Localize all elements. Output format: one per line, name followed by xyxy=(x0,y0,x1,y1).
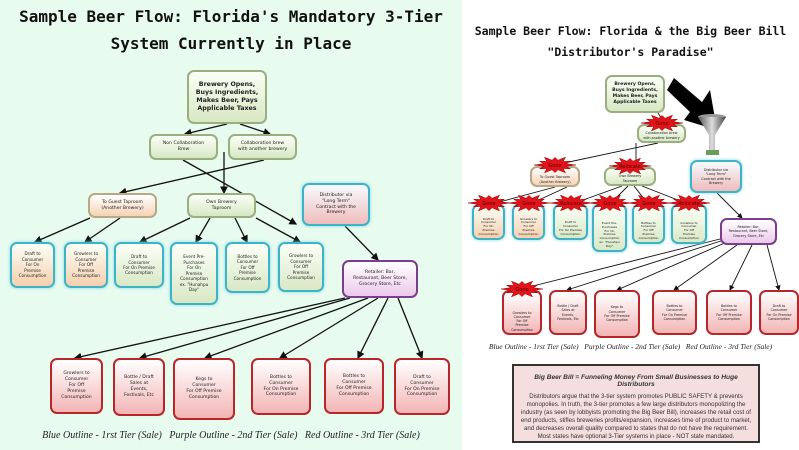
right-flow-node: Growlers to Consumer For Off Premise Con… xyxy=(512,204,545,240)
flow-arrow xyxy=(616,241,728,291)
flow-arrow xyxy=(357,297,389,360)
left-flow-node: Bottles to Consumer For Off Premise Cons… xyxy=(324,358,384,414)
left-flow-node: Collaboration brew with another brewery xyxy=(228,134,297,160)
left-flow-node: Growlers to Consumer For Off Premise Con… xyxy=(278,242,324,292)
right-title-line1: Sample Beer Flow: Florida & the Big Beer… xyxy=(474,24,787,38)
left-flow-node: Draft to Consumer For On Premise Consump… xyxy=(10,242,55,288)
right-flow-node: To Guest Taproom (Another Brewery) xyxy=(530,166,580,187)
right-title-line2: "Distributor's Paradise" xyxy=(547,45,714,59)
big-arrow-icon xyxy=(667,78,717,130)
right-flow-node: Distributor via "Long Term" Contract wit… xyxy=(690,160,742,193)
left-flow-node: Distributor via "Long Term" Contract wit… xyxy=(302,183,370,226)
bill-heading: Big Beer Bill = Funneling Money From Sma… xyxy=(534,374,738,388)
right-flow-node: Draft to Consumer For On Premise Consump… xyxy=(759,290,799,335)
right-flow-node: Bottles to Consumer For Off Premise Cons… xyxy=(632,204,665,244)
right-flow-node: Kegs to Consumer For Off Premise Consump… xyxy=(594,290,640,338)
flow-arrow xyxy=(566,239,725,292)
flow-arrow xyxy=(83,217,121,243)
left-flow-node: Growlers to Consumer For Off Premise Con… xyxy=(64,242,108,288)
flow-arrow xyxy=(234,217,248,244)
left-title-line2: System Currently in Place xyxy=(110,34,352,53)
right-flow-node: Growlers to Consumer For Off Premise Con… xyxy=(502,290,542,335)
right-flow-node: Bottles to Consumer For Off Premise Cons… xyxy=(706,290,752,335)
left-title-line1: Sample Beer Flow: Florida's Mandatory 3-… xyxy=(19,7,443,26)
flow-arrow xyxy=(33,217,91,243)
flow-arrow xyxy=(529,186,568,205)
flow-arrow xyxy=(673,244,738,291)
funnel-icon xyxy=(698,114,726,155)
flow-arrow xyxy=(138,297,351,360)
left-flow-node: Non Collaboration Brew xyxy=(149,134,218,160)
flow-arrow xyxy=(729,244,753,291)
flow-arrow xyxy=(633,185,649,205)
left-legend: Blue Outline - 1rst Tier (Sale) Purple O… xyxy=(42,430,420,441)
left-flow-node: Bottle / Draft Sales at Events, Festival… xyxy=(113,358,165,416)
right-flow-node: Growlers to Consumer For Off Premise Con… xyxy=(671,204,707,244)
right-flow-node: Collaboration brew with another brewery xyxy=(637,124,686,143)
left-flow-node: Bottles to Consumer For Off Premise Cons… xyxy=(225,242,270,293)
left-flow-node: Growlers to Consumer For Off Premise Con… xyxy=(50,358,103,414)
flow-arrow xyxy=(183,123,228,137)
left-flow-node: Retailer: Bar, Restaurant, Beer Store, G… xyxy=(342,260,418,298)
flow-arrow xyxy=(766,244,781,291)
flow-arrow xyxy=(278,297,379,359)
flow-arrow xyxy=(491,186,556,206)
flow-arrow xyxy=(549,142,659,168)
big-beer-bill-panel: Sample Beer Flow: Florida & the Big Beer… xyxy=(462,0,799,450)
flow-arrow xyxy=(118,159,265,196)
flow-arrow xyxy=(195,217,211,244)
big-beer-bill-callout: Big Beer Bill = Funneling Money From Sma… xyxy=(512,364,760,443)
left-flow-node: To Guest Taproom (Another Brewery) xyxy=(88,193,157,218)
florida-3-tier-panel: Sample Beer Flow: Florida's Mandatory 3-… xyxy=(0,0,462,450)
left-flow-node: Draft to Consumer For On Premise Consump… xyxy=(114,242,164,288)
left-flow-node: Own Brewery Taproom xyxy=(187,193,256,218)
flow-arrow xyxy=(255,217,302,243)
flow-arrow xyxy=(73,297,346,361)
flow-arrow xyxy=(397,297,424,360)
left-flow-node: Event Pre- Purchases For On Premise Cons… xyxy=(170,242,218,305)
right-flow-node: Draft to Consumer For On Premise Consump… xyxy=(472,204,505,240)
flow-arrow xyxy=(138,217,191,243)
right-flow-node: Bottle / Draft Sales at Events, Festival… xyxy=(549,290,587,335)
right-flow-node: Bottles to Consumer For On Premise Consu… xyxy=(652,290,697,335)
right-flow-node: Own Brewery Taproom xyxy=(604,167,656,186)
left-flow-node: Draft to Consumer For On Premise Consump… xyxy=(394,358,450,415)
right-legend: Blue Outline - 1rst Tier (Sale) Purple O… xyxy=(488,342,773,351)
flow-arrow xyxy=(641,185,689,205)
flow-arrow xyxy=(716,192,743,219)
flow-arrow xyxy=(344,225,379,261)
flow-arrow xyxy=(657,112,666,125)
flow-arrow xyxy=(239,123,272,136)
right-flow-node: Draft to Consumer For On Premise Consump… xyxy=(553,204,588,240)
flow-arrow xyxy=(571,185,623,206)
flow-arrow xyxy=(203,297,369,360)
right-flow-node: Retailer: Bar, Restaurant, Beer Store, G… xyxy=(720,218,777,245)
left-flow-node: Kegs to Consumer For Off Premise Consump… xyxy=(173,358,235,420)
left-flow-node: Brewery Opens, Buys Ingredients, Makes B… xyxy=(187,70,267,124)
left-flow-node: Bottles to Consumer For On Premise Consu… xyxy=(251,358,311,415)
flow-arrow xyxy=(609,185,629,205)
bill-text: Distributors argue that the 3-tier syste… xyxy=(520,393,752,440)
right-flow-node: Event Pre- Purchases For On Premise Cons… xyxy=(592,204,627,252)
right-flow-node: Brewery Opens, Buys Ingredients, Makes B… xyxy=(605,75,665,113)
